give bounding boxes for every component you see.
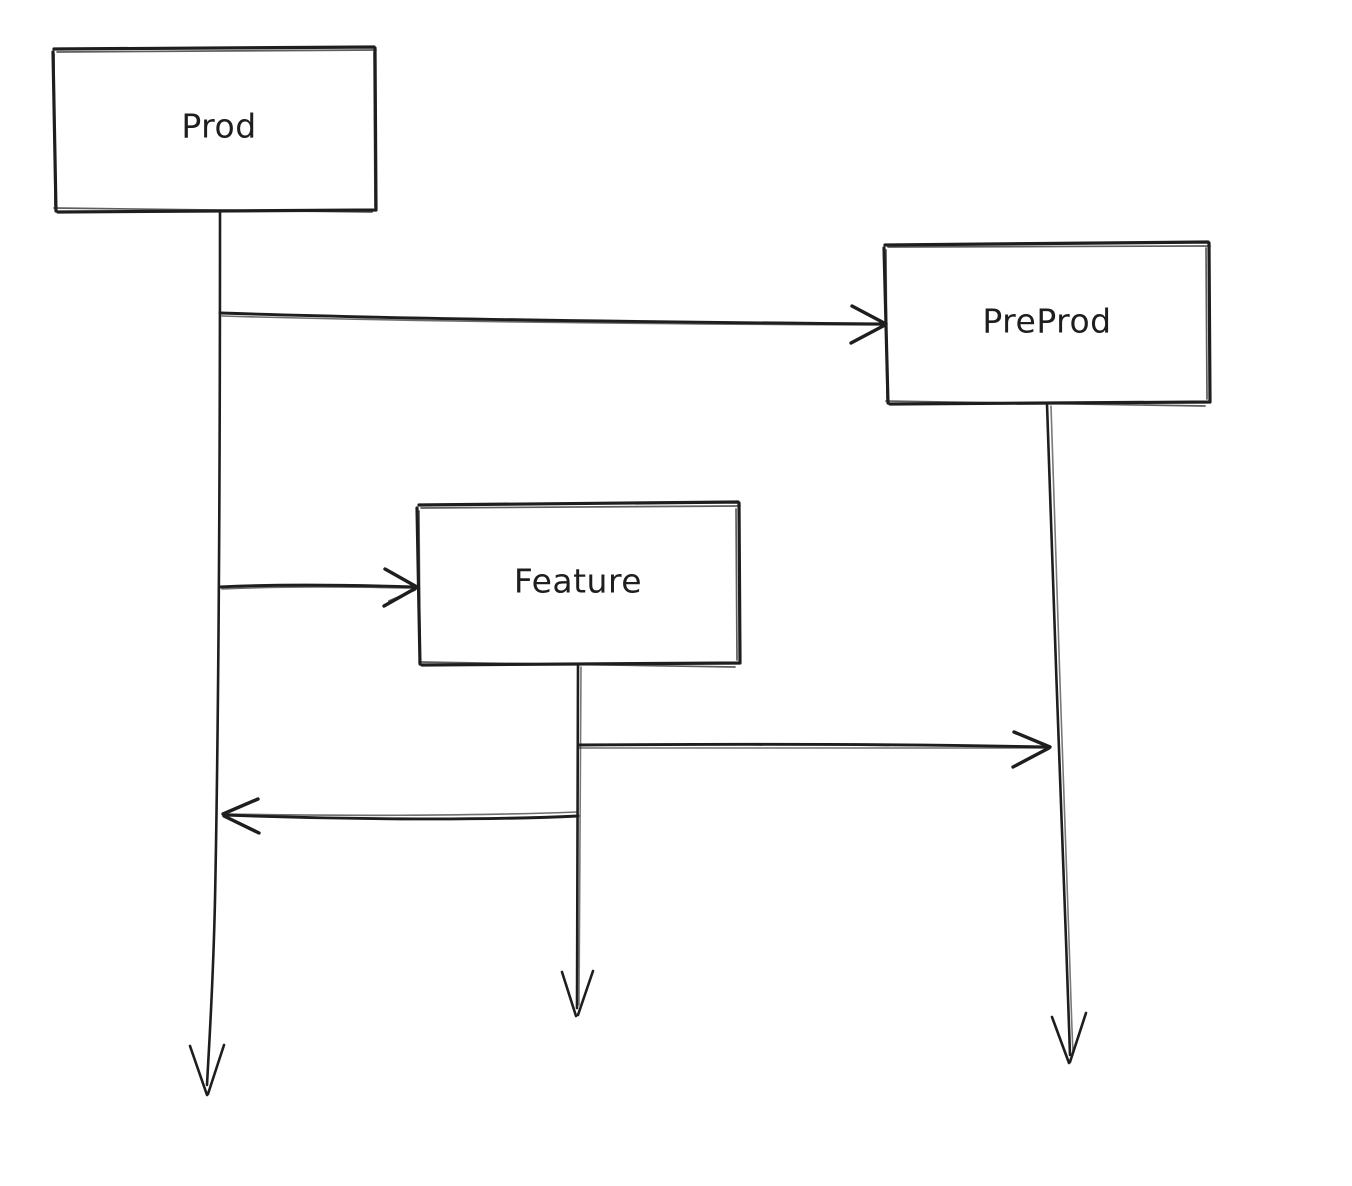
- node-feature-label: Feature: [514, 562, 642, 601]
- message-feature-to-preprod[interactable]: [576, 730, 1052, 769]
- node-prod-box-outline-secondary: [53, 49, 377, 213]
- lifeline-preprod-line-secondary: [1050, 405, 1074, 1053]
- message-prod-to-preprod-line-secondary: [221, 315, 883, 326]
- lifeline-preprod-arrowhead: [1050, 1011, 1088, 1065]
- message-prod-to-feature-line: [218, 583, 416, 589]
- message-feature-to-preprod-arrowhead: [1011, 730, 1052, 769]
- node-feature-box-outline-secondary: [418, 505, 741, 668]
- node-preprod[interactable]: PreProd: [882, 240, 1212, 407]
- lifeline-preprod-line: [1045, 402, 1072, 1057]
- lifeline-preprod: [1045, 402, 1088, 1065]
- node-prod-label: Prod: [181, 107, 256, 146]
- message-feature-to-prod-line: [223, 813, 580, 821]
- lifeline-feature-arrowhead: [560, 969, 595, 1018]
- node-feature[interactable]: Feature: [415, 500, 742, 668]
- node-prod[interactable]: Prod: [51, 45, 378, 214]
- lifeline-feature: [560, 663, 595, 1018]
- message-prod-to-preprod[interactable]: [218, 304, 888, 345]
- node-preprod-box-outline-secondary: [885, 245, 1211, 407]
- node-preprod-box-outline: [882, 240, 1212, 406]
- node-prod-box-outline: [51, 45, 378, 214]
- node-feature-box-outline: [415, 500, 742, 667]
- node-preprod-label: PreProd: [982, 302, 1111, 341]
- message-feature-to-prod-line-secondary: [226, 811, 578, 817]
- message-feature-to-preprod-line: [576, 742, 1050, 749]
- message-prod-to-preprod-arrowhead: [849, 304, 888, 345]
- message-prod-to-preprod-line: [218, 311, 886, 326]
- message-prod-to-feature-line-secondary: [221, 586, 413, 590]
- lifeline-feature-line-secondary: [578, 666, 582, 1006]
- message-feature-to-prod[interactable]: [221, 797, 580, 835]
- lifeline-prod-line: [205, 209, 222, 1087]
- message-feature-to-prod-arrowhead: [221, 797, 261, 835]
- lifeline-prod: [188, 209, 226, 1097]
- message-prod-to-feature-arrowhead-secondary: [388, 589, 416, 602]
- lifeline-prod-arrowhead: [188, 1043, 226, 1097]
- message-prod-to-feature[interactable]: [218, 567, 419, 608]
- lifeline-feature-line: [575, 663, 580, 1010]
